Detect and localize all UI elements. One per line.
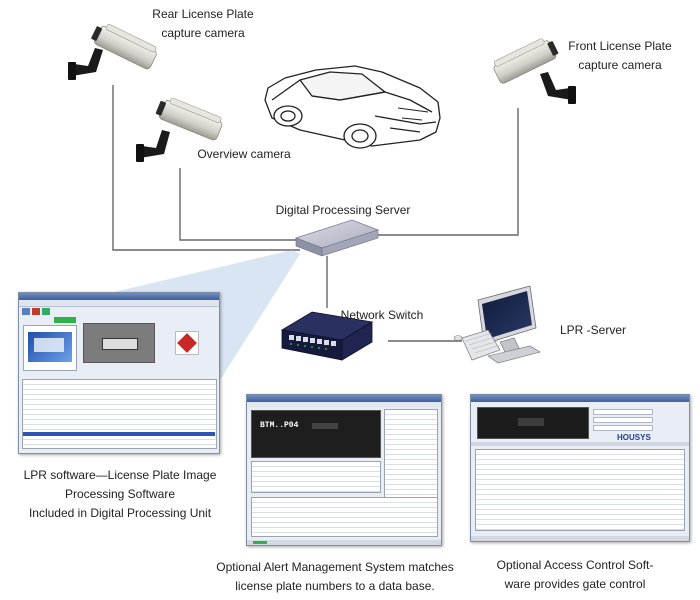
alert-system-plate-list — [384, 409, 438, 511]
lpr-server-computer-icon — [453, 285, 541, 364]
alert-system-details-table — [251, 461, 381, 493]
alert-system-screenshot: BTM..P04 — [246, 394, 442, 546]
lpr-software-red-logo — [175, 331, 199, 355]
switch-label: Network Switch — [332, 306, 432, 325]
access-control-fields — [593, 407, 653, 433]
access-control-camera-view — [477, 407, 589, 439]
rear-camera-icon — [68, 24, 157, 80]
rear-camera-label: Rear License Plate capture camera — [138, 5, 268, 43]
front-camera-label-line1: Front License Plate — [568, 39, 672, 53]
alert-system-plate-text: BTM..P04 — [260, 421, 299, 430]
lpr-software-label-line1: LPR software—License Plate Image — [23, 468, 217, 482]
lpr-server-label: LPR -Server — [560, 321, 650, 340]
lpr-server-label-text: LPR -Server — [560, 323, 627, 337]
connection-lines — [112, 85, 519, 342]
rear-camera-link — [112, 85, 300, 251]
overview-camera-label-text: Overview camera — [197, 147, 291, 161]
lpr-software-camera-view — [83, 323, 155, 363]
access-control-titlebar — [471, 395, 689, 402]
overview-camera-icon — [136, 97, 223, 162]
access-control-brand: HOUSYS — [617, 433, 651, 442]
car-illustration — [264, 65, 441, 149]
alert-system-label: Optional Alert Management System matches… — [200, 558, 470, 596]
switch-ports — [289, 335, 336, 346]
rear-camera-label-line1: Rear License Plate — [152, 7, 254, 21]
front-camera-link — [372, 108, 519, 236]
alert-system-match-table — [251, 497, 438, 537]
switch-label-text: Network Switch — [340, 308, 424, 322]
access-control-label: Optional Access Control Soft- ware provi… — [480, 556, 670, 594]
lpr-software-results-table — [22, 379, 217, 449]
server-label: Digital Processing Server — [258, 201, 428, 220]
lpr-software-logo — [23, 325, 77, 371]
server-label-text: Digital Processing Server — [275, 203, 411, 217]
access-control-label-line2: ware provides gate control — [504, 577, 646, 591]
network-switch-icon — [280, 311, 374, 361]
server-icon — [294, 219, 380, 257]
front-camera-icon — [493, 38, 576, 104]
lpr-software-label-line3: Included in Digital Processing Unit — [28, 506, 212, 520]
front-camera-label-line2: capture camera — [578, 58, 662, 72]
lpr-software-label-line2: Processing Software — [64, 487, 176, 501]
access-control-log-table — [475, 449, 685, 531]
lpr-software-label: LPR software—License Plate Image Process… — [12, 466, 228, 523]
access-control-label-line1: Optional Access Control Soft- — [496, 558, 654, 572]
alert-system-label-line2: license plate numbers to a data base. — [235, 579, 435, 593]
overview-camera-link — [179, 168, 300, 241]
lpr-software-screenshot — [18, 292, 220, 454]
access-control-screenshot: HOUSYS — [470, 394, 690, 542]
overview-camera-label: Overview camera — [188, 145, 300, 164]
alert-system-label-line1: Optional Alert Management System matches — [216, 560, 454, 574]
rear-camera-label-line2: capture camera — [161, 26, 245, 40]
alert-system-titlebar — [247, 395, 441, 402]
lpr-software-titlebar — [19, 293, 219, 300]
alert-system-plate-view: BTM..P04 — [251, 410, 381, 458]
front-camera-label: Front License Plate capture camera — [555, 37, 685, 75]
